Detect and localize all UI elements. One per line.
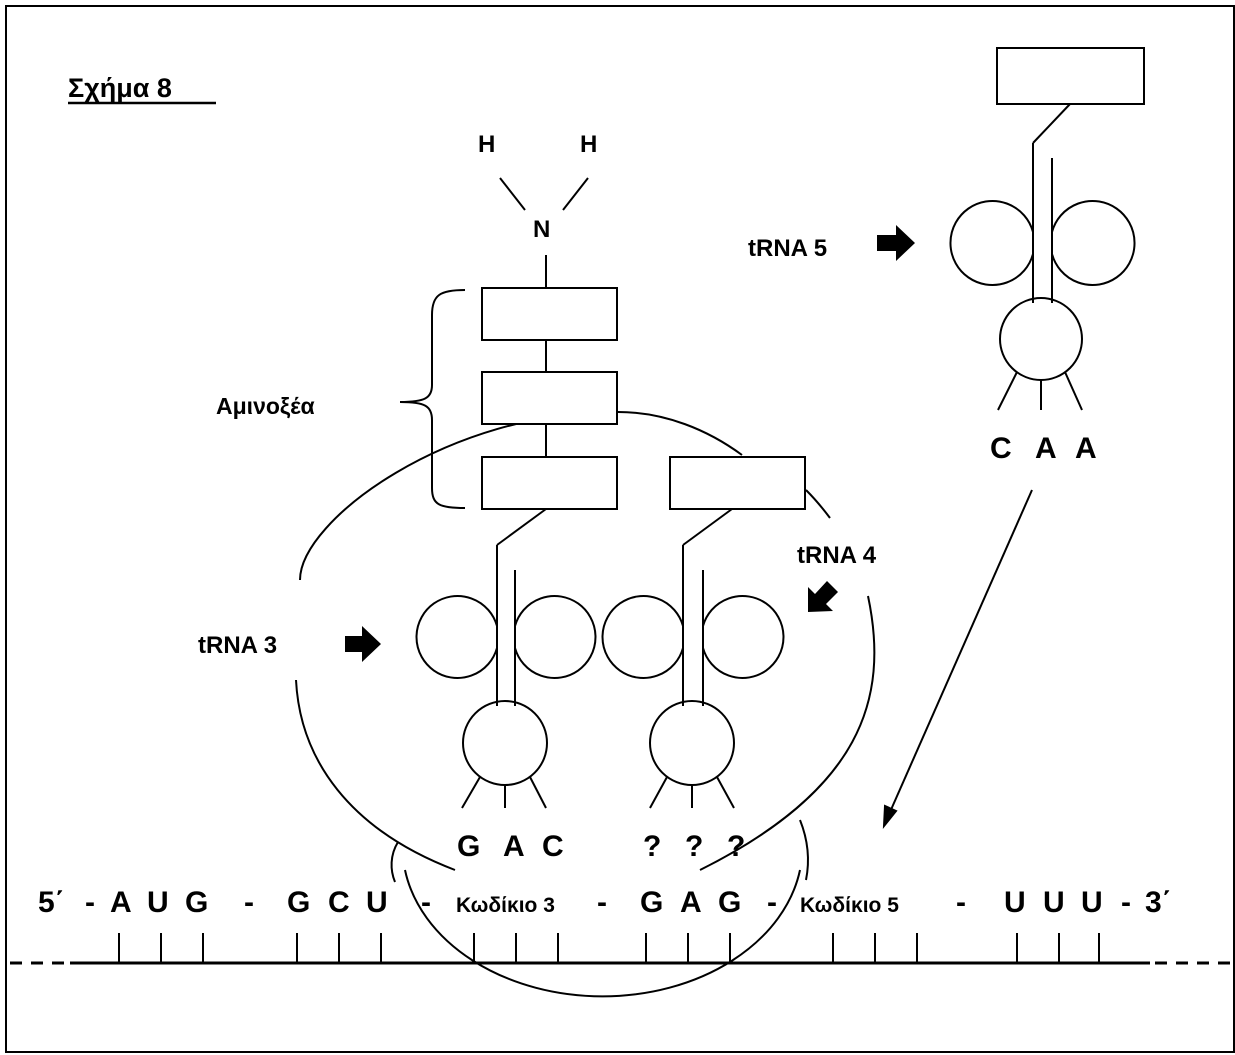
trna-4-anticodon: ? ? ? — [643, 830, 745, 863]
trna-5-anticodon: C A A — [990, 432, 1097, 465]
amino-acid-box-2 — [481, 371, 618, 425]
ribosome-left-cap — [390, 841, 399, 883]
trna-5 — [949, 47, 1145, 411]
trna4-anticodon-2: ? — [685, 830, 703, 863]
trna5-entry-arrow-line — [889, 489, 1033, 813]
codon2-base-2: C — [328, 886, 350, 919]
mrna-sep-3: - — [597, 886, 607, 919]
trna3-label: tRNA 3 — [198, 632, 277, 659]
trna3-anticodon-2: A — [503, 830, 525, 863]
mrna-3-prime: 3΄ — [1145, 886, 1172, 919]
h-right-bond — [562, 177, 589, 211]
trna3-anticodon-1: G — [457, 830, 480, 863]
h-left-label: H — [478, 131, 495, 158]
h-right-label: H — [580, 131, 597, 158]
h-left-bond — [499, 177, 526, 211]
trna5-arrow-icon — [877, 225, 915, 261]
ribosome-small-subunit — [404, 869, 801, 998]
trna3-anticodon-3: C — [542, 830, 564, 863]
figure-title: Σχήμα 8 — [68, 73, 172, 103]
codon6-base-3: U — [1081, 886, 1103, 919]
trna5-anticodon-3: A — [1075, 432, 1097, 465]
trna5-amino-acid-box — [996, 47, 1145, 105]
codon1-base-3: G — [185, 886, 208, 919]
mrna-5-prime: 5΄ — [38, 886, 65, 919]
figure-frame — [5, 5, 1235, 1053]
trna5-anticodon-1: C — [990, 432, 1012, 465]
mrna-sep-0: - — [85, 886, 95, 919]
amino-acid-box-4 — [669, 456, 806, 510]
trna4-arrow-icon — [808, 581, 838, 612]
trna-3-anticodon: G A C — [457, 830, 564, 863]
amino-acids-brace — [399, 289, 466, 509]
trna4-anticodon-1: ? — [643, 830, 661, 863]
mrna-sep-2: - — [421, 886, 431, 919]
codon6-base-1: U — [1004, 886, 1026, 919]
codon5-label: Κωδίκιο 5 — [800, 894, 899, 917]
amino-acid-box-1 — [481, 287, 618, 341]
trna-3 — [415, 508, 597, 809]
codon1-base-2: U — [147, 886, 169, 919]
codon2-base-3: U — [366, 886, 388, 919]
mrna-sequence: 5΄ - A U G - G C U - Κωδίκιο 3 - G A G -… — [38, 886, 1172, 919]
trna5-anticodon-2: A — [1035, 432, 1057, 465]
codon4-base-2: A — [680, 886, 702, 919]
codon4-base-3: G — [718, 886, 741, 919]
codon2-base-1: G — [287, 886, 310, 919]
ribosome-right-cap — [799, 819, 809, 881]
ribosome-large-subunit-bottom-left — [295, 679, 456, 871]
trna3-arrow-icon — [345, 626, 381, 662]
n-label: N — [533, 216, 550, 243]
trna5-entry-arrowhead-icon — [882, 804, 898, 830]
ribosome-large-subunit-right-notch — [805, 489, 831, 519]
codon6-base-2: U — [1043, 886, 1065, 919]
codon1-base-1: A — [110, 886, 132, 919]
ribosome-large-subunit-bottom-right — [699, 595, 876, 871]
mrna-sep-4: - — [767, 886, 777, 919]
codon3-label: Κωδίκιο 3 — [456, 894, 555, 917]
trna4-anticodon-3: ? — [727, 830, 745, 863]
nucleotide-ticks — [118, 933, 1100, 963]
trna-4 — [601, 508, 785, 809]
ribosome-large-subunit-top — [617, 411, 743, 456]
trna4-label: tRNA 4 — [797, 542, 877, 569]
codon4-base-1: G — [640, 886, 663, 919]
mrna-sep-1: - — [244, 886, 254, 919]
trna5-label: tRNA 5 — [748, 235, 827, 262]
mrna-sep-6: - — [1121, 886, 1131, 919]
amino-acids-label: Αμινοξέα — [216, 393, 315, 419]
mrna-sep-5: - — [956, 886, 966, 919]
amino-acid-box-3 — [481, 456, 618, 510]
